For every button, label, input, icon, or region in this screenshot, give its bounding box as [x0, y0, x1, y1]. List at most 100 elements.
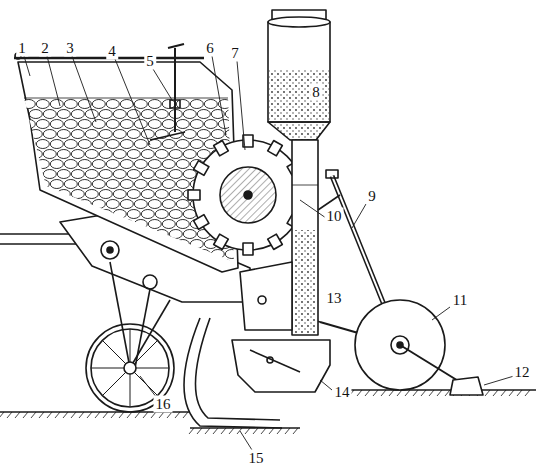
- seed-potatoes-part: [106, 180, 119, 189]
- seed-potatoes-part: [64, 140, 77, 149]
- seed-potatoes-part: [190, 240, 203, 249]
- seed-potatoes-part: [78, 220, 91, 229]
- seed-potatoes-part: [176, 240, 189, 249]
- seed-potatoes-part: [155, 190, 168, 199]
- seed-potatoes-part: [113, 210, 126, 219]
- seed-potatoes-part: [127, 190, 140, 199]
- seed-potatoes-part: [113, 250, 126, 259]
- covering-shoe: [450, 377, 483, 395]
- ground-line-part: [31, 412, 36, 418]
- ground-line-part: [111, 412, 116, 418]
- seed-potatoes-part: [92, 140, 105, 149]
- wheel-spokes-part: [130, 329, 131, 362]
- seed-spoons-part: [214, 234, 229, 249]
- seed-potatoes-part: [22, 240, 35, 249]
- fertilizer-hopper-part: [268, 22, 330, 122]
- front-wheel-part: [86, 324, 174, 412]
- seed-potatoes-part: [92, 200, 105, 209]
- seed-potatoes-part: [155, 170, 168, 179]
- seed-potatoes-part: [22, 200, 35, 209]
- seed-potatoes-part: [50, 220, 63, 229]
- seed-potatoes-part: [29, 130, 42, 139]
- ground-line-part: [7, 412, 12, 418]
- seed-potatoes-part: [197, 130, 210, 139]
- callout-number: 13: [325, 290, 344, 307]
- ground-line-part: [269, 428, 274, 434]
- seed-potatoes-part: [99, 150, 112, 159]
- ground-line-part: [389, 390, 394, 396]
- seed-potatoes-part: [85, 210, 98, 219]
- seed-potatoes-part: [43, 170, 56, 179]
- seed-potatoes-part: [64, 160, 77, 169]
- seed-potatoes-part: [169, 250, 182, 259]
- seed-potatoes-part: [204, 100, 217, 109]
- ground-line-part: [245, 428, 250, 434]
- seed-potatoes-part: [29, 170, 42, 179]
- seed-potatoes-part: [57, 170, 70, 179]
- seed-tube-part: [292, 140, 318, 335]
- leader-lines-part: [352, 204, 366, 228]
- seed-potatoes-part: [92, 120, 105, 129]
- leader-lines: [24, 56, 514, 450]
- seed-potatoes-part: [78, 200, 91, 209]
- callout-number: 1: [16, 40, 28, 57]
- furrow-opener-part: [195, 318, 280, 420]
- seed-potatoes-part: [155, 250, 168, 259]
- seed-potatoes-part: [155, 210, 168, 219]
- leader-lines-part: [24, 56, 30, 76]
- seed-potatoes-part: [29, 190, 42, 199]
- hitch-frame-part: [110, 262, 130, 368]
- rear-wheel: [320, 300, 460, 390]
- seed-potatoes-part: [120, 100, 133, 109]
- seed-potatoes-part: [99, 210, 112, 219]
- seed-potatoes-part: [106, 200, 119, 209]
- seed-potatoes-part: [22, 220, 35, 229]
- seed-potatoes-part: [176, 220, 189, 229]
- seed-potatoes-part: [190, 120, 203, 129]
- callout-number: 10: [325, 208, 344, 225]
- seed-potatoes-part: [78, 260, 91, 269]
- seed-potatoes-part: [50, 240, 63, 249]
- seed-potatoes-part: [148, 160, 161, 169]
- leader-lines-part: [484, 376, 514, 385]
- seed-potatoes-part: [225, 250, 238, 259]
- seed-potatoes-part: [148, 260, 161, 269]
- seed-potatoes-part: [211, 250, 224, 259]
- seed-potatoes-part: [113, 230, 126, 239]
- seed-potatoes-part: [99, 170, 112, 179]
- seed-disk-part: [244, 191, 252, 199]
- seed-potatoes-part: [141, 110, 154, 119]
- seed-potatoes-part: [176, 140, 189, 149]
- seed-potatoes-part: [71, 110, 84, 119]
- seed-potatoes-part: [120, 240, 133, 249]
- seed-potatoes-part: [106, 160, 119, 169]
- seed-potatoes-part: [92, 240, 105, 249]
- seed-tube-part: [294, 230, 316, 334]
- seed-potatoes-part: [204, 120, 217, 129]
- callout-number: 6: [204, 40, 216, 57]
- potato-hopper-part: [24, 98, 228, 99]
- ground-line-part: [413, 390, 418, 396]
- seed-potatoes-part: [134, 260, 147, 269]
- seed-potatoes-part: [127, 230, 140, 239]
- agitator-lever-part: [150, 132, 185, 140]
- seed-potatoes-part: [64, 240, 77, 249]
- seed-potatoes-part: [197, 110, 210, 119]
- seed-spoons-part: [194, 161, 209, 176]
- ground-line-part: [373, 390, 378, 396]
- ground-line-part: [381, 390, 386, 396]
- seed-potatoes-part: [71, 250, 84, 259]
- seed-potatoes-part: [113, 130, 126, 139]
- seed-potatoes-part: [176, 160, 189, 169]
- seed-potatoes-part: [78, 160, 91, 169]
- ground-line-part: [95, 412, 100, 418]
- rear-wheel-part: [400, 345, 460, 382]
- agitator-lever-part: [168, 44, 184, 48]
- seed-potatoes-part: [99, 230, 112, 239]
- ground-line-part: [429, 390, 434, 396]
- seed-potatoes-part: [64, 120, 77, 129]
- seed-potatoes-part: [92, 220, 105, 229]
- callout-number: 5: [144, 53, 156, 70]
- seed-potatoes-part: [78, 140, 91, 149]
- furrow-opener-part: [232, 340, 330, 392]
